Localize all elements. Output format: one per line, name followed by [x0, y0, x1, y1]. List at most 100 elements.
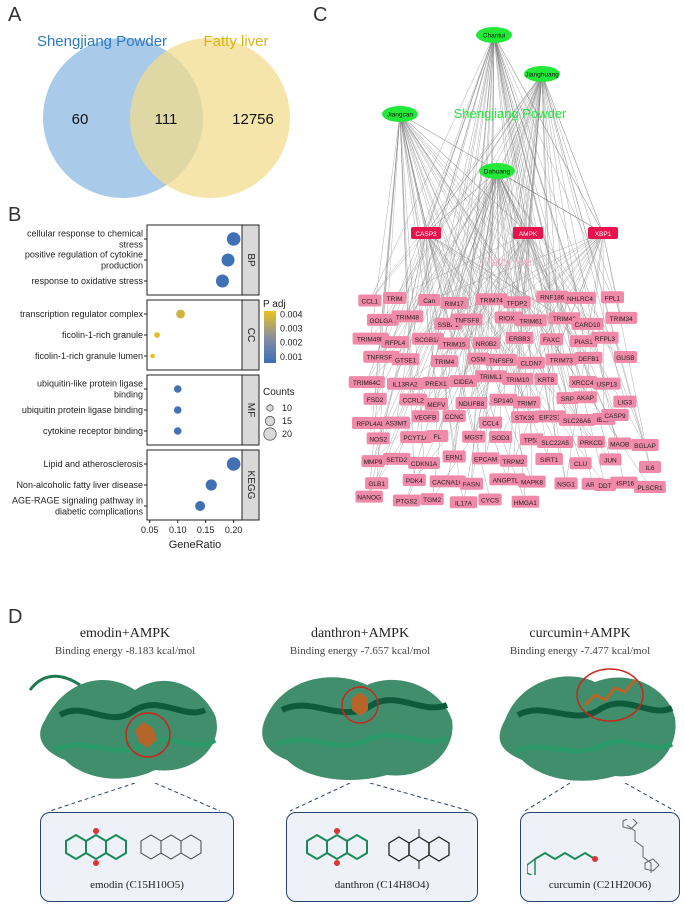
- gene-node: [386, 377, 424, 390]
- gene-node: [442, 410, 466, 423]
- gene-node: [592, 377, 621, 390]
- zoom-lines-danthron: [289, 783, 471, 812]
- gene-node-label: CLDN7: [520, 361, 542, 368]
- gene-node-label: RIM17: [445, 301, 465, 308]
- target-node-label: AMPK: [519, 231, 538, 238]
- herb-node-label: Jiangcan: [387, 112, 413, 119]
- network-edge: [496, 170, 547, 380]
- target-node-xbp1: [588, 227, 618, 239]
- gene-node: [365, 477, 389, 490]
- gene-node: [426, 430, 449, 443]
- gene-node-label: TRIM73: [550, 358, 574, 365]
- gene-node: [348, 376, 385, 389]
- facet-strip-label: BP: [245, 253, 256, 267]
- gene-node: [399, 393, 427, 406]
- gene-node-label: NSG1: [557, 481, 575, 488]
- gene-node-label: PDK4: [406, 478, 423, 485]
- protein-structure-curcumin: [499, 668, 676, 781]
- network-edge: [527, 232, 568, 399]
- network-edge: [496, 170, 604, 234]
- gene-node-label: RFPL3: [595, 336, 616, 343]
- gene-node-label: CCL4: [482, 421, 499, 428]
- enrichment-dot: [215, 274, 229, 288]
- facet-strip-label: MF: [245, 403, 256, 417]
- gene-node: [382, 416, 410, 429]
- gene-node-label: TRIM74: [480, 297, 504, 304]
- enrichment-dot: [150, 353, 155, 359]
- network-edge: [585, 232, 604, 398]
- size-legend-dot: [264, 415, 276, 427]
- x-tick-label: 0.15: [197, 525, 215, 535]
- gene-node: [467, 352, 490, 365]
- x-axis-label: GeneRatio: [169, 539, 222, 551]
- protein-structure-emodin: [28, 674, 217, 779]
- gene-node-label: DDT: [598, 483, 611, 490]
- gene-node: [418, 294, 441, 307]
- gene-node: [471, 452, 500, 465]
- gene-node: [430, 355, 459, 368]
- gene-node-label: XRCC4: [572, 380, 594, 387]
- gene-node: [573, 391, 597, 404]
- gene-node-label: GTSE1: [395, 357, 417, 364]
- network-edge: [478, 170, 498, 359]
- gene-node-label: RFPL4: [385, 340, 406, 347]
- gene-node: [412, 332, 444, 345]
- gene-node-label: BGLAP: [634, 443, 656, 450]
- herb-node-label: Dahuang: [484, 169, 511, 176]
- gene-node: [571, 317, 604, 330]
- gene-node: [536, 290, 569, 303]
- network-edge: [394, 232, 529, 299]
- gene-node-label: RIOX2: [499, 316, 519, 323]
- gene-node-label: CIDEA: [454, 379, 475, 386]
- ligand-box-danthron: danthron (C14H8O4): [286, 812, 478, 902]
- gene-node-label: NHLRC4: [567, 296, 593, 303]
- gene-node-label: ARC: [586, 482, 600, 489]
- gene-node-label: MAOB: [610, 441, 629, 448]
- venn-right-circle: [130, 38, 290, 198]
- gene-node-label: SCGB1A: [415, 337, 442, 344]
- gene-node-label: Can: [423, 298, 435, 305]
- gene-node: [517, 356, 545, 369]
- gene-node: [574, 351, 603, 364]
- panel-letter-a: A: [8, 4, 22, 26]
- target-node-ampk: [513, 227, 543, 239]
- venn-diagram: Shengjiang Powder Fatty liver 60 111 127…: [37, 33, 290, 198]
- binding-site-circle: [341, 686, 379, 724]
- gene-node-label: TP53: [524, 437, 540, 444]
- size-legend-label: 20: [282, 429, 292, 439]
- gene-node: [358, 294, 382, 307]
- gene-node: [505, 331, 534, 344]
- gene-node-label: SETD2: [386, 457, 407, 464]
- network-herb-label: Shengjiang Powder: [454, 106, 567, 121]
- network-edge: [496, 170, 583, 382]
- venn-right-label: Fatty liver: [203, 33, 268, 50]
- gene-node-label: PLSCR1: [637, 485, 663, 492]
- gene-node: [594, 479, 616, 491]
- gene-node-label: ANGPTL4: [493, 477, 523, 484]
- gene-node-label: PRKCD: [580, 440, 603, 447]
- gene-node-label: TRIM64C: [353, 380, 381, 387]
- network-edge: [399, 113, 414, 400]
- network-edge: [493, 34, 604, 234]
- gene-node: [424, 397, 448, 410]
- gene-node-label: IL6: [645, 465, 654, 472]
- gene-node-label: SSBP1: [438, 322, 459, 329]
- gene-node: [363, 392, 387, 405]
- gene-node-label: TNFRSF8: [367, 355, 397, 362]
- ligand-structure-curcumin: [527, 819, 660, 875]
- network-edge: [425, 232, 479, 359]
- network-edge: [527, 73, 543, 234]
- network-edge: [493, 34, 606, 486]
- gene-node: [569, 335, 598, 348]
- herb-node-chantui: [476, 27, 512, 43]
- gene-node: [352, 416, 393, 429]
- gene-node: [459, 477, 484, 490]
- gene-node: [556, 392, 579, 405]
- network-edge: [579, 232, 604, 298]
- enrichment-dot: [173, 406, 182, 414]
- herb-node-jianghuang: [524, 66, 560, 82]
- gene-node: [383, 452, 411, 465]
